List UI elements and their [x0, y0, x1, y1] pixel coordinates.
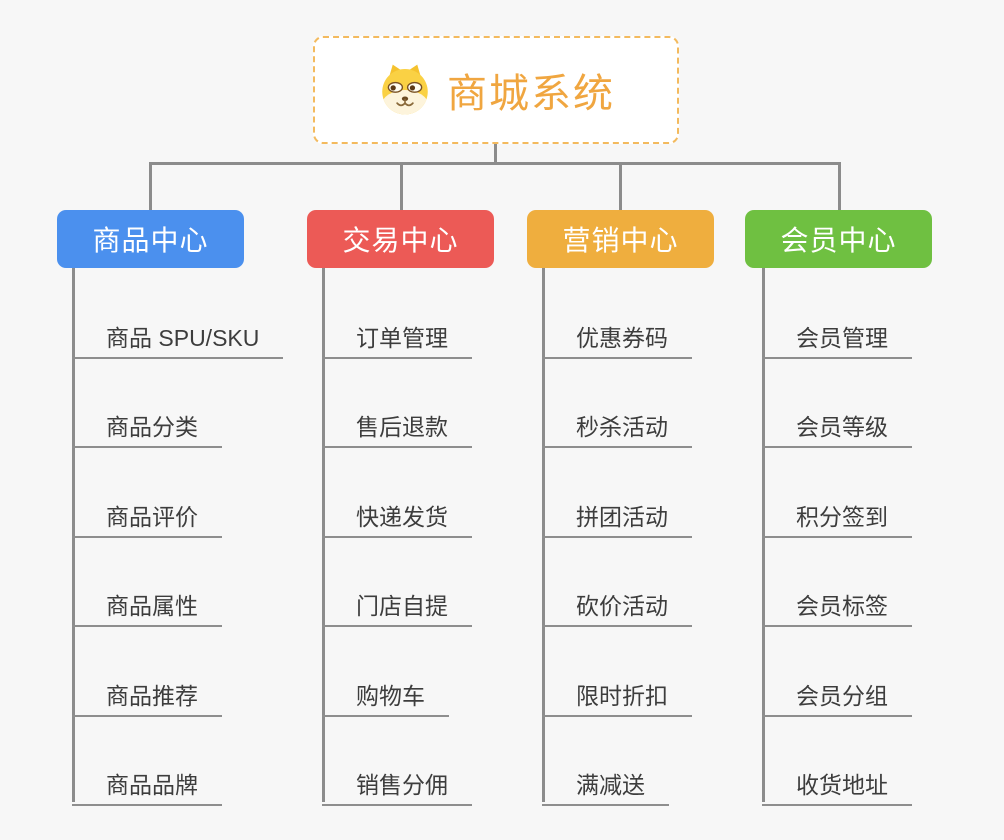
dog-face-icon — [382, 64, 428, 115]
leaf-node[interactable]: 优惠券码 — [542, 315, 692, 359]
branch-node-product-center[interactable]: 商品中心 — [57, 210, 244, 268]
branch-label: 营销中心 — [562, 225, 679, 256]
branch-node-trade-center[interactable]: 交易中心 — [307, 210, 494, 268]
leaf-node[interactable]: 订单管理 — [322, 315, 472, 359]
branch-label: 会员中心 — [780, 225, 897, 256]
branch-node-marketing-center[interactable]: 营销中心 — [527, 210, 714, 268]
leaf-node[interactable]: 商品分类 — [72, 404, 222, 448]
leaf-node[interactable]: 收货地址 — [762, 762, 912, 806]
root-node[interactable]: 商城系统 — [313, 36, 679, 144]
leaf-node[interactable]: 商品评价 — [72, 494, 222, 538]
connector-column-trade — [322, 268, 325, 802]
leaf-node[interactable]: 售后退款 — [322, 404, 472, 448]
leaf-node[interactable]: 商品推荐 — [72, 673, 222, 717]
branch-label: 商品中心 — [92, 225, 209, 256]
branch-node-member-center[interactable]: 会员中心 — [745, 210, 932, 268]
leaf-node[interactable]: 砍价活动 — [542, 583, 692, 627]
leaf-node[interactable]: 拼团活动 — [542, 494, 692, 538]
leaf-node[interactable]: 购物车 — [322, 673, 449, 717]
branch-label: 交易中心 — [342, 225, 459, 256]
leaf-node[interactable]: 快递发货 — [322, 494, 472, 538]
leaf-node[interactable]: 会员分组 — [762, 673, 912, 717]
leaf-node[interactable]: 商品 SPU/SKU — [72, 315, 284, 359]
leaf-node[interactable]: 销售分佣 — [322, 762, 472, 806]
connector-column-marketing — [542, 268, 545, 802]
leaf-node[interactable]: 满减送 — [542, 762, 669, 806]
leaf-node[interactable]: 商品属性 — [72, 583, 222, 627]
connector-column-member — [762, 268, 765, 802]
leaf-node[interactable]: 会员标签 — [762, 583, 912, 627]
connector-drop-marketing — [619, 162, 622, 210]
leaf-node[interactable]: 积分签到 — [762, 494, 912, 538]
connector-drop-product — [149, 162, 152, 210]
connector-root-stem — [494, 144, 497, 164]
leaf-node[interactable]: 会员管理 — [762, 315, 912, 359]
root-title: 商城系统 — [447, 72, 615, 116]
leaf-node[interactable]: 秒杀活动 — [542, 404, 692, 448]
connector-drop-trade — [400, 162, 403, 210]
leaf-node[interactable]: 门店自提 — [322, 583, 472, 627]
connector-drop-member — [838, 162, 841, 210]
connector-bus — [149, 162, 841, 165]
leaf-node[interactable]: 限时折扣 — [542, 673, 692, 717]
leaf-node[interactable]: 会员等级 — [762, 404, 912, 448]
connector-column-product — [72, 268, 75, 802]
leaf-node[interactable]: 商品品牌 — [72, 762, 222, 806]
